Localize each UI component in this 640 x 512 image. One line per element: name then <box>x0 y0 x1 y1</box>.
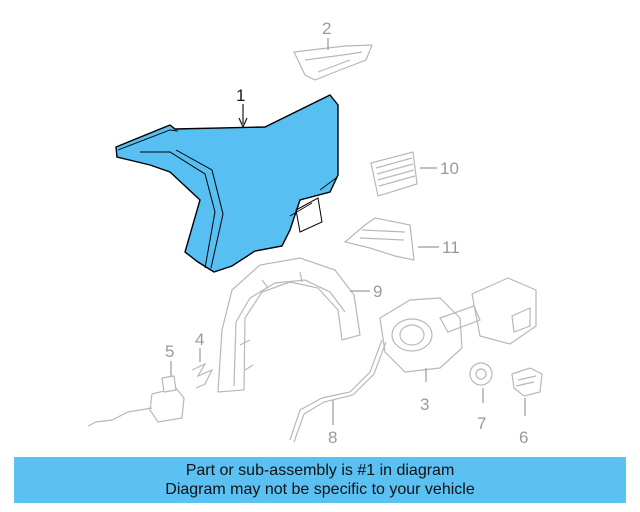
callout-10[interactable]: 10 <box>440 159 459 178</box>
callout-9[interactable]: 9 <box>373 282 382 301</box>
banner-line-disclaimer: Diagram may not be specific to your vehi… <box>165 481 475 498</box>
callout-numbers: 1 2 3 4 5 6 7 8 9 10 11 <box>165 19 528 447</box>
callout-2[interactable]: 2 <box>322 19 331 38</box>
vent-grille-part[interactable] <box>370 151 418 197</box>
callout-11[interactable]: 11 <box>442 238 460 257</box>
callout-5[interactable]: 5 <box>165 342 174 361</box>
callout-4[interactable]: 4 <box>195 330 204 349</box>
callout-6[interactable]: 6 <box>519 428 528 447</box>
drain-hose-part[interactable] <box>289 339 387 443</box>
wheelhouse-liner-part[interactable] <box>217 257 361 393</box>
callout-7[interactable]: 7 <box>477 414 486 433</box>
info-banner: Part or sub-assembly is #1 in diagram Di… <box>14 457 626 503</box>
mounting-bracket-part[interactable] <box>343 217 415 261</box>
clip-part[interactable] <box>191 362 214 389</box>
parts-diagram: 1 2 3 4 5 6 7 8 9 10 11 <box>87 19 543 447</box>
banner-line-part-number: Part or sub-assembly is #1 in diagram <box>185 462 455 479</box>
fuel-door-housing-part[interactable] <box>379 297 463 373</box>
sensor-harness-part[interactable] <box>87 375 185 427</box>
callout-3[interactable]: 3 <box>420 395 429 414</box>
leader-lines <box>170 38 526 425</box>
fuel-door-part[interactable] <box>439 277 537 345</box>
leader-1-arrow <box>238 117 248 129</box>
actuator-part[interactable] <box>511 367 543 397</box>
callout-1[interactable]: 1 <box>236 86 245 105</box>
trim-bracket-part[interactable] <box>293 44 373 81</box>
grommet-part[interactable] <box>469 362 493 386</box>
quarter-panel-part[interactable] <box>115 94 339 273</box>
callout-8[interactable]: 8 <box>328 428 337 447</box>
